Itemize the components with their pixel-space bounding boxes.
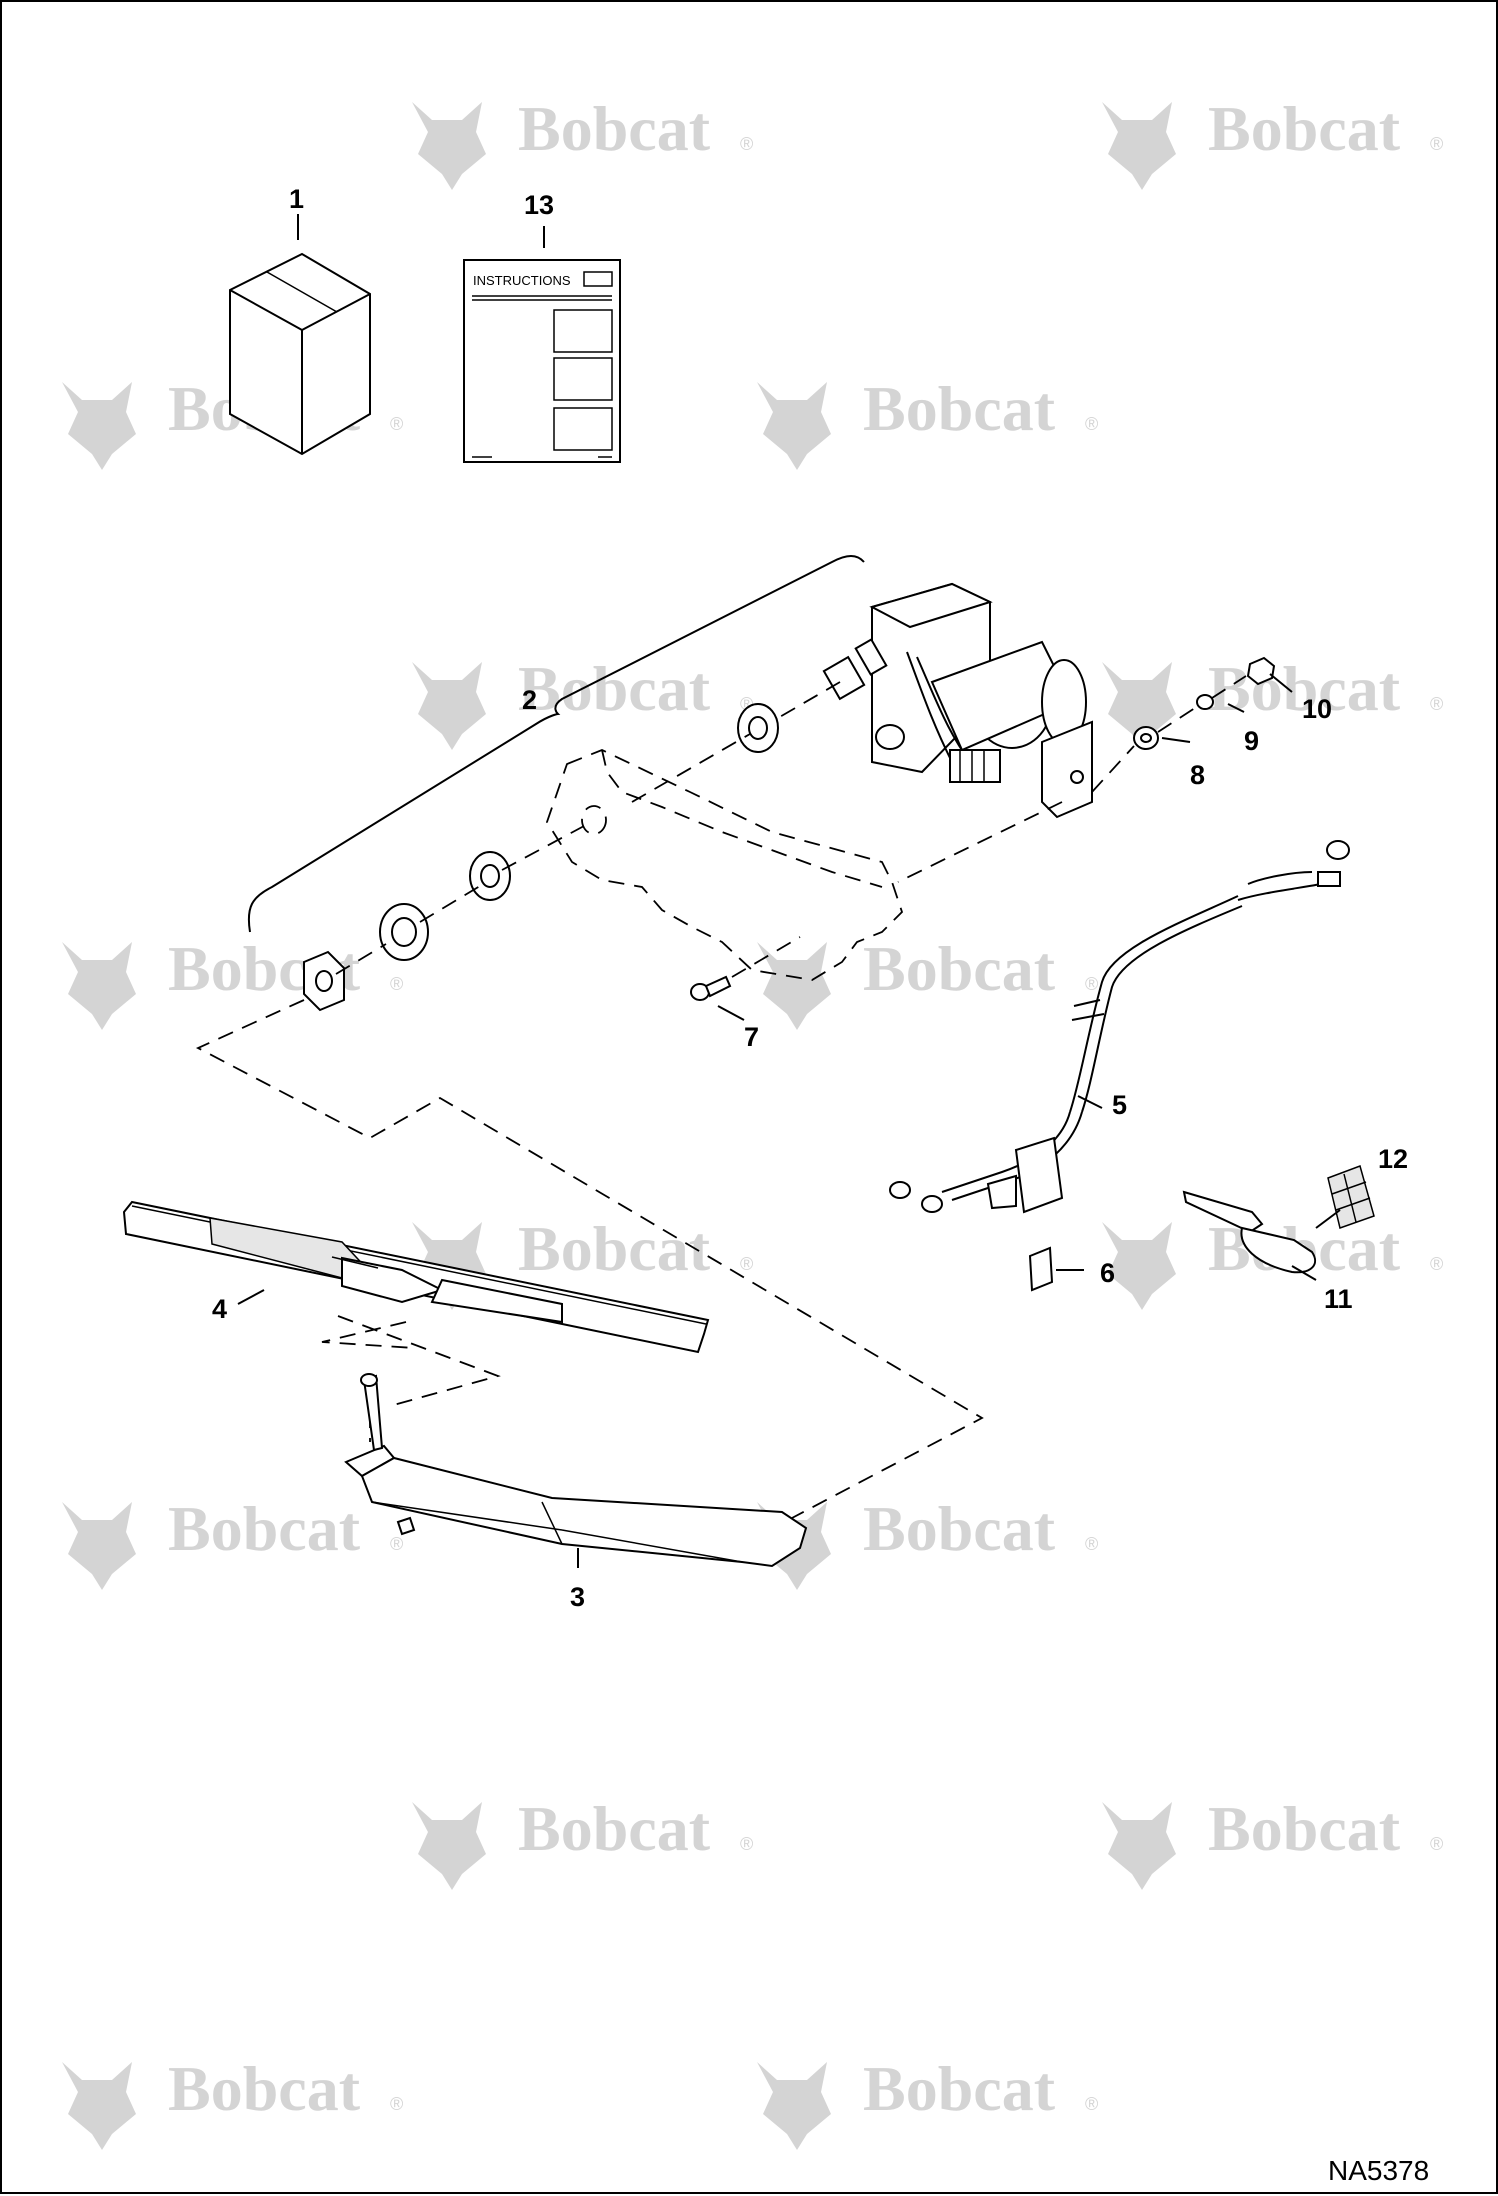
part-3-wiper-arm xyxy=(344,1373,808,1568)
watermark-text: Bobcat xyxy=(168,1493,361,1564)
bobcat-logo-icon xyxy=(757,2062,831,2150)
callout-11: 11 xyxy=(1324,1284,1353,1314)
callout-13: 13 xyxy=(524,190,554,220)
watermark-reg-mark: ® xyxy=(1085,974,1098,994)
watermark-reg-mark: ® xyxy=(390,1534,403,1554)
bobcat-logo-icon xyxy=(1102,102,1176,190)
watermark-logo: Bobcat ® xyxy=(757,373,1098,470)
parts-8-9-10-hardware xyxy=(1133,656,1276,750)
watermark-text: Bobcat xyxy=(1208,93,1401,164)
callout-labels: 1 13 2 10 9 8 7 5 12 6 11 4 3 xyxy=(212,184,1408,1612)
watermark-text: Bobcat xyxy=(518,653,711,724)
watermark-reg-mark: ® xyxy=(740,1254,753,1274)
bobcat-logo-icon xyxy=(1102,1802,1176,1890)
watermark-logo: Bobcat ® xyxy=(757,2053,1098,2150)
watermark-logo: Bobcat ® xyxy=(1102,93,1443,190)
part-4-wiper-blade xyxy=(122,1200,710,1354)
watermark-reg-mark: ® xyxy=(1085,2094,1098,2114)
watermark-logo: Bobcat® xyxy=(62,933,403,1030)
callout-10: 10 xyxy=(1302,694,1332,724)
watermark-text: Bobcat xyxy=(863,373,1056,444)
watermark-layer: Bobcat ® Bobcat ® Bobcat ® Bobcat ® Bobcat ® Bobca… xyxy=(62,93,1443,2150)
watermark-logo: Bobcat ® xyxy=(757,933,1098,1030)
watermark-reg-mark: ® xyxy=(740,134,753,154)
callout-2: 2 xyxy=(522,685,537,715)
callout-7: 7 xyxy=(744,1022,759,1052)
part-13-instructions-sheet: INSTRUCTIONS xyxy=(463,226,621,463)
watermark-text: Bobcat xyxy=(863,933,1056,1004)
watermark-reg-mark: ® xyxy=(1085,414,1098,434)
bobcat-logo-icon xyxy=(412,662,486,750)
watermark-reg-mark: ® xyxy=(1430,1834,1443,1854)
bobcat-logo-icon xyxy=(757,382,831,470)
watermark-logo: Bobcat ® xyxy=(757,1493,1098,1590)
bobcat-logo-icon xyxy=(1102,1222,1176,1310)
part-6-fuse xyxy=(1028,1246,1084,1292)
watermark-logo: Bobcat ® xyxy=(62,1493,403,1590)
figure-id: NA5378 xyxy=(1328,2155,1429,2186)
callout-3: 3 xyxy=(570,1582,585,1612)
watermark-reg-mark: ® xyxy=(390,974,403,994)
callout-6: 6 xyxy=(1100,1258,1115,1288)
part-11-cable-tie xyxy=(1182,1190,1317,1281)
bobcat-logo-icon xyxy=(412,102,486,190)
instructions-title: INSTRUCTIONS xyxy=(473,273,571,288)
watermark-reg-mark: ® xyxy=(740,1834,753,1854)
bobcat-logo-icon xyxy=(62,2062,136,2150)
watermark-text: Bobcat xyxy=(863,2053,1056,2124)
bobcat-logo-icon xyxy=(62,382,136,470)
part-2-washers xyxy=(303,703,779,1012)
bobcat-logo-icon xyxy=(412,1802,486,1890)
watermark-reg-mark: ® xyxy=(1430,694,1443,714)
watermark-reg-mark: ® xyxy=(390,414,403,434)
watermark-reg-mark: ® xyxy=(1085,1534,1098,1554)
watermark-reg-mark: ® xyxy=(1430,134,1443,154)
callout-4: 4 xyxy=(212,1294,227,1324)
watermark-reg-mark: ® xyxy=(390,2094,403,2114)
bobcat-logo-icon xyxy=(757,942,831,1030)
part-2-wiper-motor xyxy=(822,582,1093,819)
callout-12: 12 xyxy=(1378,1144,1408,1174)
callout-5: 5 xyxy=(1112,1090,1127,1120)
watermark-reg-mark: ® xyxy=(1430,1254,1443,1274)
mounting-bracket-phantom xyxy=(546,749,904,981)
watermark-text: Bobcat xyxy=(518,1213,711,1284)
part-12-adhesive-mount xyxy=(1315,1165,1375,1229)
watermark-text: Bobcat xyxy=(518,93,711,164)
watermark-logo: Bobcat ® xyxy=(412,93,753,190)
bobcat-logo-icon xyxy=(62,1502,136,1590)
callout-8: 8 xyxy=(1190,760,1205,790)
watermark-logo: Bobcat ® xyxy=(1102,1793,1443,1890)
bobcat-logo-icon xyxy=(62,942,136,1030)
leader-lines xyxy=(717,673,1293,1021)
watermark-text: Bobcat xyxy=(518,1793,711,1864)
watermark-text: Bobcat xyxy=(1208,653,1401,724)
callout-9: 9 xyxy=(1244,726,1259,756)
bobcat-logo-icon xyxy=(1102,662,1176,750)
watermark-text: Bobcat xyxy=(1208,1793,1401,1864)
part-7-screw xyxy=(690,975,732,1001)
callout-1: 1 xyxy=(289,184,304,214)
watermark-logo: Bobcat ® xyxy=(1102,653,1443,750)
part-1-box xyxy=(229,214,371,456)
part-2-bracket xyxy=(247,555,865,933)
watermark-logo: Bobcat® xyxy=(412,653,753,750)
watermark-logo: Bobcat ® xyxy=(62,2053,403,2150)
watermark-text: Bobcat xyxy=(863,1493,1056,1564)
watermark-logo: Bobcat ® xyxy=(412,1793,753,1890)
watermark-text: Bobcat xyxy=(168,2053,361,2124)
part-5-wire-harness xyxy=(889,840,1350,1214)
